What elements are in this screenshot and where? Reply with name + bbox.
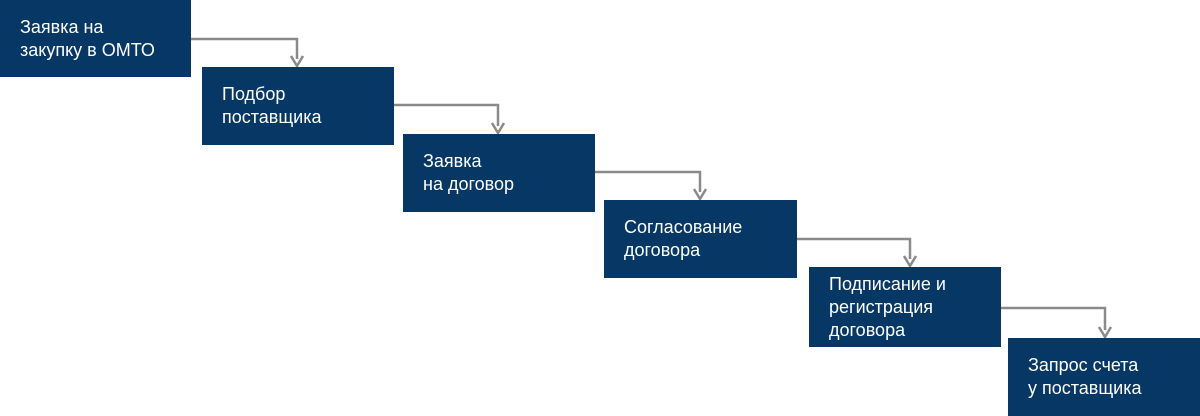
connector-line-4 bbox=[797, 237, 912, 259]
step-1-purchase-request: Заявка на закупку в ОМТО bbox=[0, 0, 191, 77]
arrowhead-icon-3 bbox=[692, 188, 708, 202]
step-5-label: Подписание и регистрация договора bbox=[829, 273, 946, 340]
step-6-invoice-request: Запрос счета у поставщика bbox=[1008, 338, 1200, 416]
connector-line-2 bbox=[394, 103, 500, 126]
step-2-label: Подбор поставщика bbox=[222, 84, 322, 127]
step-5-contract-signing: Подписание и регистрация договора bbox=[809, 267, 1001, 347]
step-4-label: Согласование договора bbox=[624, 217, 743, 260]
step-4-contract-approval: Согласование договора bbox=[604, 200, 797, 278]
step-3-contract-request: Заявка на договор bbox=[403, 134, 595, 212]
connector-line-5 bbox=[1001, 306, 1107, 330]
connector-line-3 bbox=[595, 170, 702, 192]
connector-line-1 bbox=[191, 37, 299, 59]
arrowhead-icon-1 bbox=[289, 55, 305, 69]
arrowhead-icon-4 bbox=[902, 255, 918, 269]
step-3-label: Заявка на договор bbox=[423, 151, 515, 194]
step-2-supplier-selection: Подбор поставщика bbox=[202, 67, 394, 145]
step-6-label: Запрос счета у поставщика bbox=[1028, 355, 1142, 398]
arrowhead-icon-2 bbox=[490, 122, 506, 136]
step-1-label: Заявка на закупку в ОМТО bbox=[20, 16, 155, 60]
arrowhead-icon-5 bbox=[1097, 326, 1113, 340]
